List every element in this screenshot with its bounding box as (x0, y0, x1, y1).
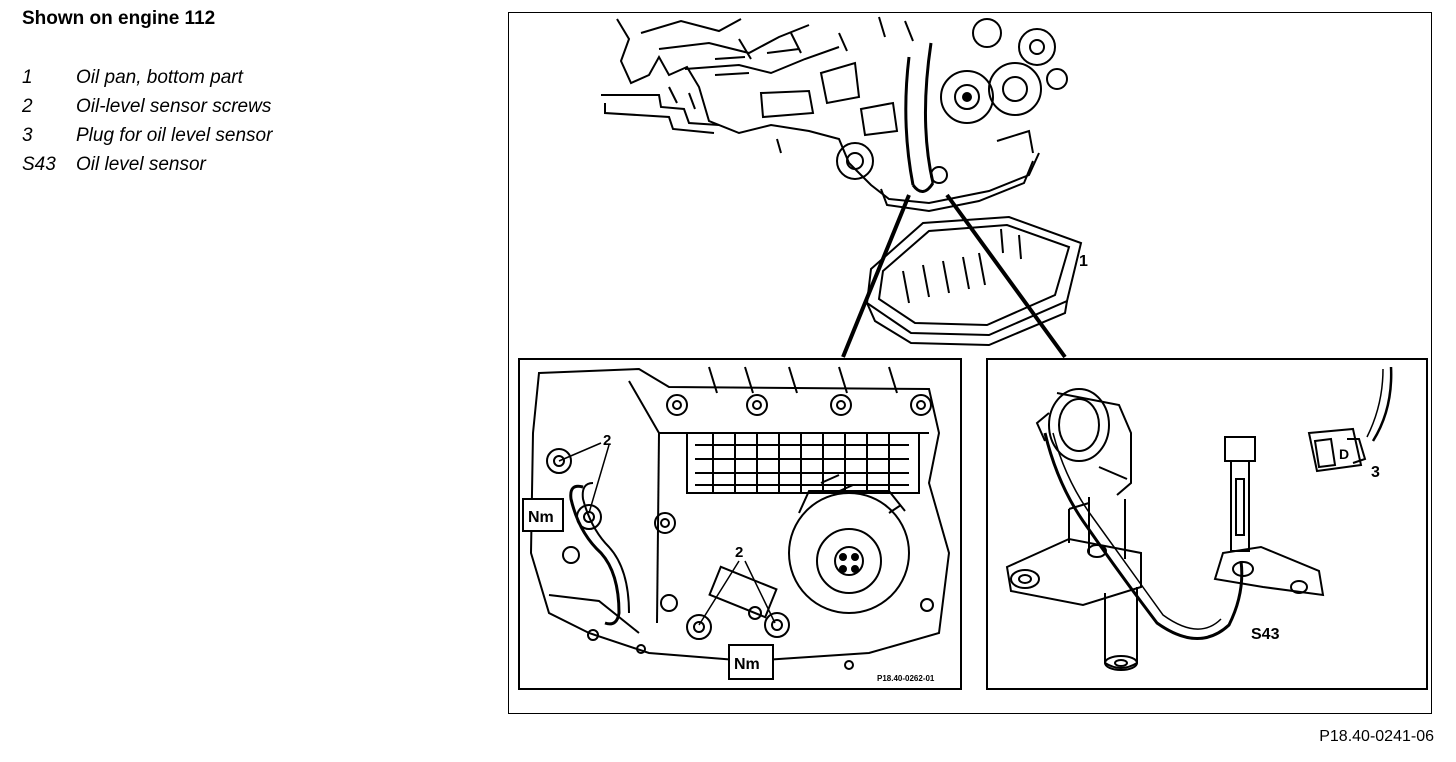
legend-item: 1 Oil pan, bottom part (22, 63, 272, 92)
page-heading: Shown on engine 112 (22, 8, 216, 29)
callout-2-top: 2 (603, 432, 611, 449)
engine-diagram: 1 (518, 16, 1428, 690)
legend-text: Plug for oil level sensor (76, 124, 273, 146)
legend-text: Oil pan, bottom part (76, 66, 243, 88)
figure-id: P18.40-0241-06 (1319, 728, 1434, 745)
parts-legend: 1 Oil pan, bottom part 2 Oil-level senso… (22, 63, 272, 179)
left-inset: 2 2 Nm Nm P18.40-0262-01 (518, 358, 962, 690)
callout-3: 3 (1371, 464, 1380, 481)
legend-text: Oil-level sensor screws (76, 95, 272, 117)
plug-letter: D (1339, 446, 1349, 462)
oil-pan-illustration (865, 215, 1083, 347)
inset-reference: P18.40-0262-01 (877, 674, 935, 683)
legend-key: 1 (22, 66, 33, 88)
legend-item: S43 Oil level sensor (22, 150, 272, 179)
callout-1: 1 (1079, 253, 1088, 270)
callout-s43: S43 (1251, 626, 1280, 643)
legend-key: S43 (22, 153, 56, 175)
torque-label-bottom: Nm (734, 656, 760, 673)
legend-text: Oil level sensor (76, 153, 206, 175)
leader-lines (841, 193, 1067, 359)
legend-key: 2 (22, 95, 33, 117)
right-inset: D 3 S43 (986, 358, 1428, 690)
legend-key: 3 (22, 124, 33, 146)
torque-tag-bottom (728, 644, 774, 680)
torque-tag-top (522, 498, 564, 532)
legend-item: 3 Plug for oil level sensor (22, 121, 272, 150)
diagram-frame: 1 (508, 12, 1432, 714)
callout-2-bottom: 2 (735, 544, 743, 561)
engine-illustration (601, 16, 1068, 213)
torque-label-top: Nm (528, 509, 554, 526)
legend-item: 2 Oil-level sensor screws (22, 92, 272, 121)
